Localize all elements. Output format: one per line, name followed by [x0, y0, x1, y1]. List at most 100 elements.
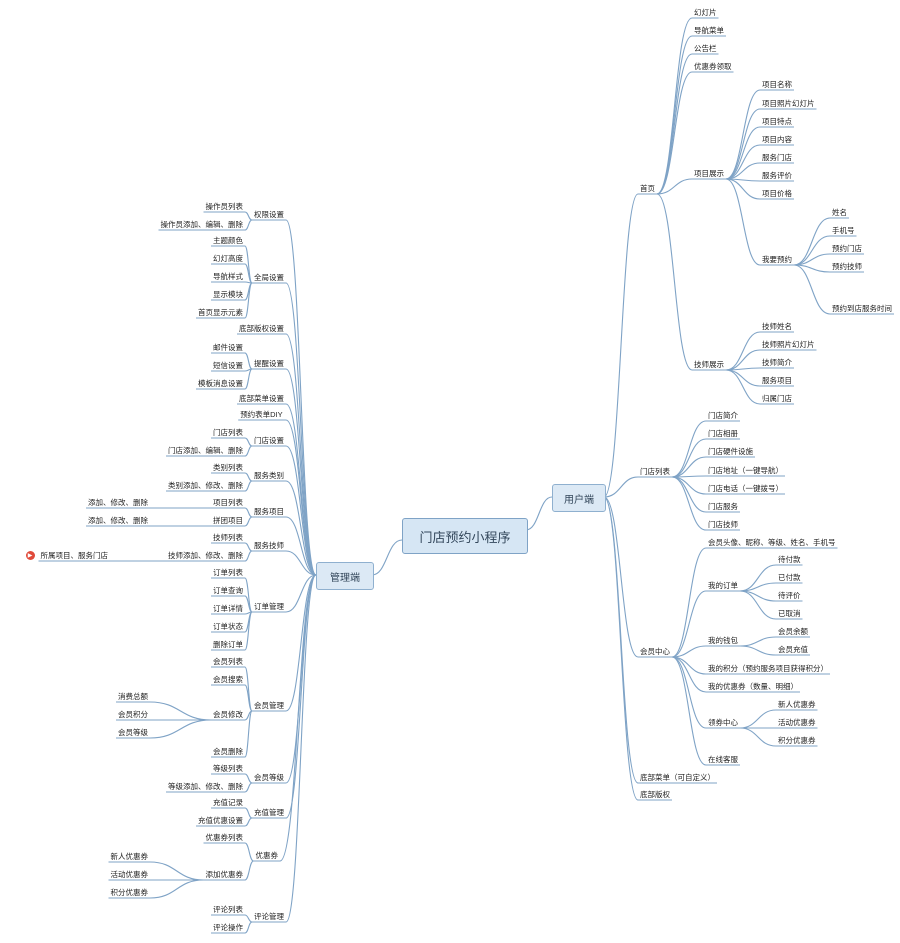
- global-item-0: 主题颜色: [213, 236, 243, 245]
- service-cat-item-1: 类别添加、修改、删除: [168, 481, 243, 490]
- store-admin-item-1: 门店添加、编辑、删除: [168, 446, 243, 455]
- connector: [285, 219, 317, 576]
- connector: [603, 496, 639, 658]
- connector: [285, 333, 317, 576]
- connector: [671, 656, 707, 766]
- coupon-center-item-2: 积分优惠券: [778, 736, 816, 745]
- comment-item-1: 评论操作: [213, 923, 243, 932]
- connector: [244, 472, 253, 482]
- order-admin-item-1: 订单查询: [213, 586, 243, 595]
- tech-item-0: 技师姓名: [762, 322, 792, 331]
- connector: [739, 727, 777, 747]
- connector: [671, 456, 707, 478]
- coupons-node: 我的优惠券（数量、明细）: [708, 682, 798, 691]
- member-center-node: 会员中心: [640, 647, 670, 656]
- global-item-4: 首页显示元素: [198, 308, 243, 317]
- tech-admin-item-0: 技师列表: [213, 533, 243, 542]
- connector: [793, 217, 831, 266]
- center-topic: 门店预约小程序: [402, 518, 528, 554]
- connector: [725, 369, 761, 387]
- connector: [793, 264, 831, 273]
- connector: [279, 574, 317, 862]
- connector: [285, 419, 317, 576]
- connector: [285, 574, 317, 819]
- wallet-node: 我的钱包: [708, 636, 738, 645]
- connector: [244, 445, 253, 457]
- member-admin-item-1: 会员搜索: [213, 675, 243, 684]
- store-list-node: 门店列表: [640, 467, 670, 476]
- user-branch-topic: 用户端: [552, 484, 606, 512]
- connector: [285, 516, 317, 576]
- global-item-2: 导航样式: [213, 272, 243, 281]
- level-item-1: 等级添加、修改、删除: [168, 782, 243, 791]
- remind-item-0: 邮件设置: [213, 343, 243, 352]
- wallet-item-0: 会员余额: [778, 627, 808, 636]
- project-item-6: 项目价格: [762, 189, 792, 198]
- connector: [603, 476, 639, 498]
- connector: [285, 445, 317, 576]
- connector: [656, 17, 693, 195]
- connector: [671, 656, 707, 693]
- connector: [725, 178, 761, 266]
- booking-item-1: 手机号: [832, 226, 855, 235]
- member-admin-item-0: 会员列表: [213, 657, 243, 666]
- online-service-node: 在线客服: [708, 755, 738, 764]
- admin-remind-node: 提醒设置: [254, 359, 284, 368]
- connector: [149, 701, 212, 721]
- coupon-admin-item-0: 优惠券列表: [205, 833, 244, 842]
- points-node: 我的积分（预约服务项目获得积分）: [708, 664, 828, 673]
- connector: [244, 507, 253, 518]
- coupon-add-item-0: 新人优惠券: [110, 852, 149, 861]
- connector: [285, 574, 317, 923]
- recharge-item-1: 充值优惠设置: [198, 816, 243, 825]
- tech-admin-item-1: 技师添加、修改、删除: [168, 551, 243, 560]
- booking-item-0: 姓名: [832, 208, 847, 217]
- project-item-3: 项目内容: [762, 135, 792, 144]
- tech-item-1: 技师照片幻灯片: [762, 340, 815, 349]
- order-item-1: 已付款: [778, 573, 801, 582]
- project-item-1: 项目照片幻灯片: [762, 99, 815, 108]
- admin-order-node: 订单管理: [254, 602, 284, 611]
- store-admin-item-0: 门店列表: [213, 428, 243, 437]
- connector: [244, 550, 253, 562]
- connector: [285, 480, 317, 576]
- global-item-3: 显示模块: [213, 290, 243, 299]
- coupon-center-item-1: 活动优惠券: [778, 718, 816, 727]
- coupon-admin-item-1: 添加优惠券: [205, 870, 244, 879]
- connector: [656, 53, 693, 195]
- connector: [244, 437, 253, 447]
- connector: [671, 476, 707, 531]
- connector: [371, 539, 403, 576]
- connector: [671, 438, 707, 478]
- project-item-0: 项目名称: [762, 80, 792, 89]
- level-item-0: 等级列表: [213, 764, 243, 773]
- connector: [244, 211, 253, 221]
- connector: [244, 860, 254, 881]
- wallet-item-1: 会员充值: [778, 645, 808, 654]
- admin-bottom-copyright-node: 底部版权设置: [239, 324, 284, 333]
- service-cat-item-0: 类别列表: [213, 463, 243, 472]
- member-edit-item-1: 会员积分: [118, 710, 148, 719]
- connector: [244, 611, 253, 651]
- store-item-5: 门店服务: [708, 502, 738, 511]
- admin-store-node: 门店设置: [254, 436, 284, 445]
- connector: [725, 349, 761, 371]
- service-item-leaf: 添加、修改、删除: [88, 498, 148, 507]
- admin-level-node: 会员等级: [254, 773, 284, 782]
- member-edit-item-2: 会员等级: [118, 728, 148, 737]
- connector: [244, 577, 253, 613]
- connector: [244, 542, 253, 552]
- admin-tech-node: 服务技师: [254, 541, 284, 550]
- home-item-2: 公告栏: [694, 44, 717, 53]
- store-item-0: 门店简介: [708, 411, 738, 420]
- service-item-1: 拼团项目: [213, 516, 243, 525]
- order-admin-item-3: 订单状态: [213, 622, 243, 631]
- booking-item-4: 预约到店服务时间: [832, 304, 892, 313]
- connector: [244, 914, 253, 923]
- booking-node: 我要预约: [762, 255, 792, 264]
- store-item-1: 门店相册: [708, 429, 738, 438]
- copyright-node: 底部版权: [640, 790, 670, 799]
- recharge-item-0: 充值记录: [213, 798, 243, 807]
